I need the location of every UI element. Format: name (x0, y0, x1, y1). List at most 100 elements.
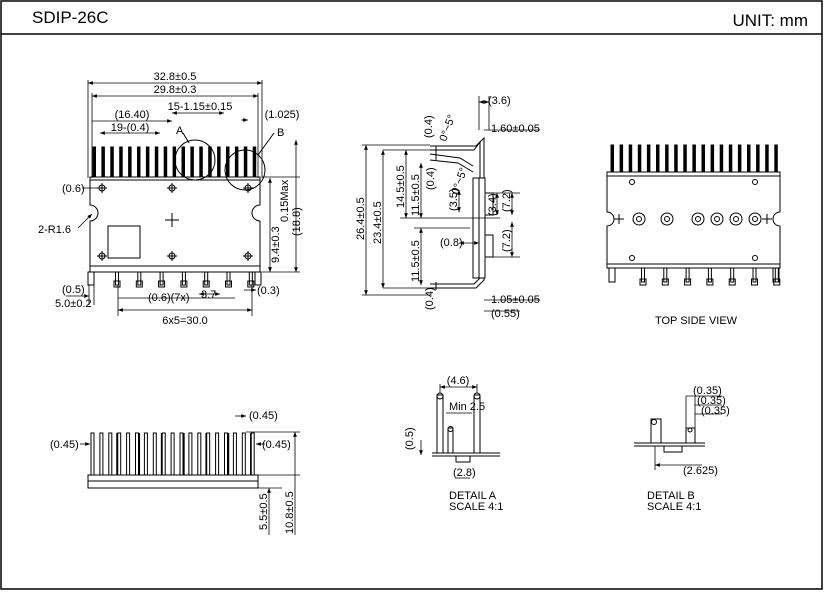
bottom-view-top-pin (215, 432, 220, 476)
top-view-screw (691, 212, 705, 226)
front-label-area (107, 225, 141, 259)
front-top-pin (172, 146, 177, 178)
dim-overall-width: 32.8±0.5 (154, 71, 197, 83)
dim-lead-50: 5.0±0.2 (55, 298, 92, 310)
front-bottom-pin (181, 271, 186, 286)
detail-b-marker: B (277, 127, 284, 139)
front-top-pin (243, 146, 248, 178)
dim-side-115b: 11.5±0.5 (410, 240, 422, 282)
front-top-pin (92, 146, 96, 178)
bottom-dimension-lines (80, 414, 300, 535)
dim-bottom-108: 10.8±0.5 (284, 491, 296, 534)
top-view-top-pin (656, 144, 660, 173)
dim-detail-a-28: (2.8) (453, 467, 476, 479)
detail-a-label: DETAIL A (449, 490, 497, 502)
front-top-pin (190, 146, 194, 178)
top-view-bottom-pin (774, 267, 779, 283)
front-top-pin (199, 146, 203, 178)
top-view-top-pin (637, 144, 642, 173)
front-dimension-lines (66, 80, 300, 316)
top-view-bottom-pin-tip (706, 278, 714, 286)
dim-height-188: (18.8) (291, 207, 303, 236)
top-view-top-pin (646, 144, 651, 173)
top-view-top-pin (737, 144, 742, 173)
dim-detail-b-w: (2.625) (683, 465, 718, 477)
top-view-bottom-pin (752, 267, 757, 283)
unit-label: UNIT: mm (732, 11, 808, 30)
dim-detail-a-min: Min 2.5 (449, 401, 485, 413)
bottom-view-top-pin (241, 432, 246, 476)
top-view-bottom-pin-tip (684, 278, 692, 286)
top-view-top-pin (619, 144, 624, 173)
dim-body-width: 29.8±0.3 (154, 84, 197, 96)
front-bottom-pin (115, 271, 119, 286)
side-dimension-lines (362, 96, 540, 312)
bottom-view-top-pin (143, 432, 148, 476)
top-view-bottom-pin-tip (639, 278, 647, 286)
dim-side-thick-160: 1.60±0.05 (491, 123, 540, 135)
top-view-screw (729, 212, 743, 226)
dim-side-thick-105: 1.05±0.05 (491, 294, 540, 306)
dim-side-mid-04: (0.4) (425, 167, 437, 190)
top-side-view-label: TOP SIDE VIEW (655, 315, 738, 327)
front-bottom-corner-pin (254, 271, 262, 286)
top-view-bottom-leads (608, 267, 781, 286)
top-view-screw-core (733, 216, 739, 222)
dim-bottom-55: 5.5±0.5 (258, 493, 270, 530)
bottom-view-top-pin (170, 432, 175, 476)
front-bottom-pin (204, 271, 209, 286)
detail-a-circle (174, 139, 216, 181)
dim-lead-06-7x: (0.6)(7x) (148, 292, 190, 304)
front-bottom-corner-pin (87, 271, 95, 286)
dim-lead-03: (0.3) (257, 285, 280, 297)
dim-side-115a: 11.5±0.5 (410, 174, 422, 216)
dim-bottom-045-right: (0.45) (262, 439, 291, 451)
front-bottom-pin (248, 271, 253, 286)
dim-side-angle-top: 0°~5° (438, 113, 459, 143)
top-view-top-pin (610, 144, 614, 173)
dim-side-08: (0.8) (440, 237, 463, 249)
bottom-view-top-pin (188, 432, 193, 476)
top-view-top-pin (665, 144, 669, 173)
top-view-screw-core (664, 216, 670, 222)
front-top-pin (145, 146, 150, 178)
front-top-pin (137, 146, 141, 178)
dim-side-264: 26.4±0.5 (355, 197, 367, 240)
top-view-screw-core (636, 216, 642, 222)
dim-side-36: (3.6) (488, 95, 511, 107)
bottom-view-top-pin (206, 432, 211, 476)
top-view-top-pin (765, 144, 769, 173)
front-top-pin (217, 146, 221, 178)
front-top-pin (119, 146, 123, 178)
bottom-view-top-pin (250, 432, 255, 476)
top-view-top-pin (628, 144, 633, 173)
top-view-screw-core (714, 216, 720, 222)
front-top-pin (101, 146, 105, 178)
detail-a-marker: A (176, 125, 184, 137)
top-view-screw-core (752, 216, 758, 222)
top-view-top-pin (683, 144, 687, 173)
top-side-view (606, 144, 781, 286)
front-bottom-pin-tip (202, 280, 210, 288)
front-bottom-pin-tip (247, 280, 255, 288)
dim-radius: 2-R1.6 (38, 224, 71, 236)
front-bottom-pin-tip (135, 280, 143, 288)
front-top-pin (181, 146, 185, 178)
dim-side-34: (3.4) (487, 193, 499, 216)
dim-side-bot-04: (0.4) (424, 287, 436, 310)
front-top-pin (110, 146, 114, 178)
dim-outer-lead: (16.40) (115, 109, 150, 121)
bottom-view-top-pin (90, 432, 95, 476)
dim-detail-b-d1: (0.35) (693, 385, 722, 397)
front-top-pin (163, 146, 168, 178)
dim-bottom-045-top: (0.45) (249, 410, 278, 422)
top-view-bottom-pin (685, 267, 690, 283)
detail-b-dimension-lines (654, 395, 722, 470)
front-bottom-pin (226, 271, 231, 286)
bottom-view-top-pin (126, 432, 131, 476)
detail-b-label: DETAIL B (647, 490, 695, 502)
dim-lead-05: (0.5) (62, 284, 85, 296)
bottom-view-top-pin (197, 432, 202, 476)
